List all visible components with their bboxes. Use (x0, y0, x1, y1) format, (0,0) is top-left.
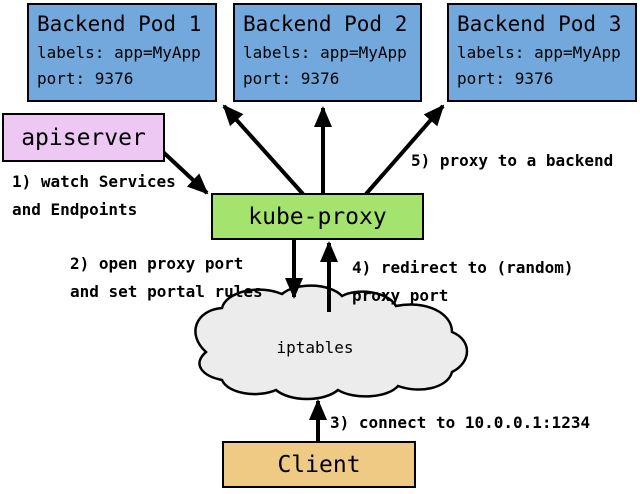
kube-proxy-box: kube-proxy (211, 193, 424, 240)
backend-pod-1-box: Backend Pod 1 labels: app=MyApp port: 93… (27, 3, 217, 102)
backend-pod-2-labels: labels: app=MyApp (243, 43, 407, 62)
arrow-kube-proxy-to-pod1 (222, 104, 305, 196)
annotation-step-5: 5) proxy to a backend (411, 151, 614, 170)
annotation-step-1: 1) watch Services and Endpoints (12, 172, 176, 219)
client-label: Client (277, 451, 361, 478)
annotation-step-2: 2) open proxy port and set portal rules (70, 254, 263, 301)
backend-pod-2-title: Backend Pod 2 (243, 12, 408, 36)
apiserver-box: apiserver (2, 113, 165, 162)
backend-pod-1-labels: labels: app=MyApp (37, 43, 201, 62)
arrow-apiserver-to-kube-proxy (160, 149, 209, 195)
arrow-kube-proxy-to-pod3 (364, 104, 445, 196)
client-box: Client (222, 441, 416, 488)
backend-pod-3-labels: labels: app=MyApp (457, 43, 621, 62)
backend-pod-1-port: port: 9376 (37, 69, 134, 88)
backend-pod-3-title: Backend Pod 3 (457, 12, 622, 36)
annotation-step-3: 3) connect to 10.0.0.1:1234 (330, 413, 591, 432)
iptables-cloud (194, 284, 469, 401)
annotation-step-4: 4) redirect to (random) proxy port (352, 258, 574, 305)
kube-proxy-label: kube-proxy (248, 203, 387, 230)
backend-pod-3-box: Backend Pod 3 labels: app=MyApp port: 93… (447, 3, 637, 102)
iptables-label: iptables (276, 338, 354, 357)
backend-pod-3-port: port: 9376 (457, 69, 554, 88)
apiserver-label: apiserver (21, 124, 146, 151)
backend-pod-2-port: port: 9376 (243, 69, 340, 88)
backend-pod-2-box: Backend Pod 2 labels: app=MyApp port: 93… (233, 3, 422, 102)
backend-pod-1-title: Backend Pod 1 (37, 12, 202, 36)
